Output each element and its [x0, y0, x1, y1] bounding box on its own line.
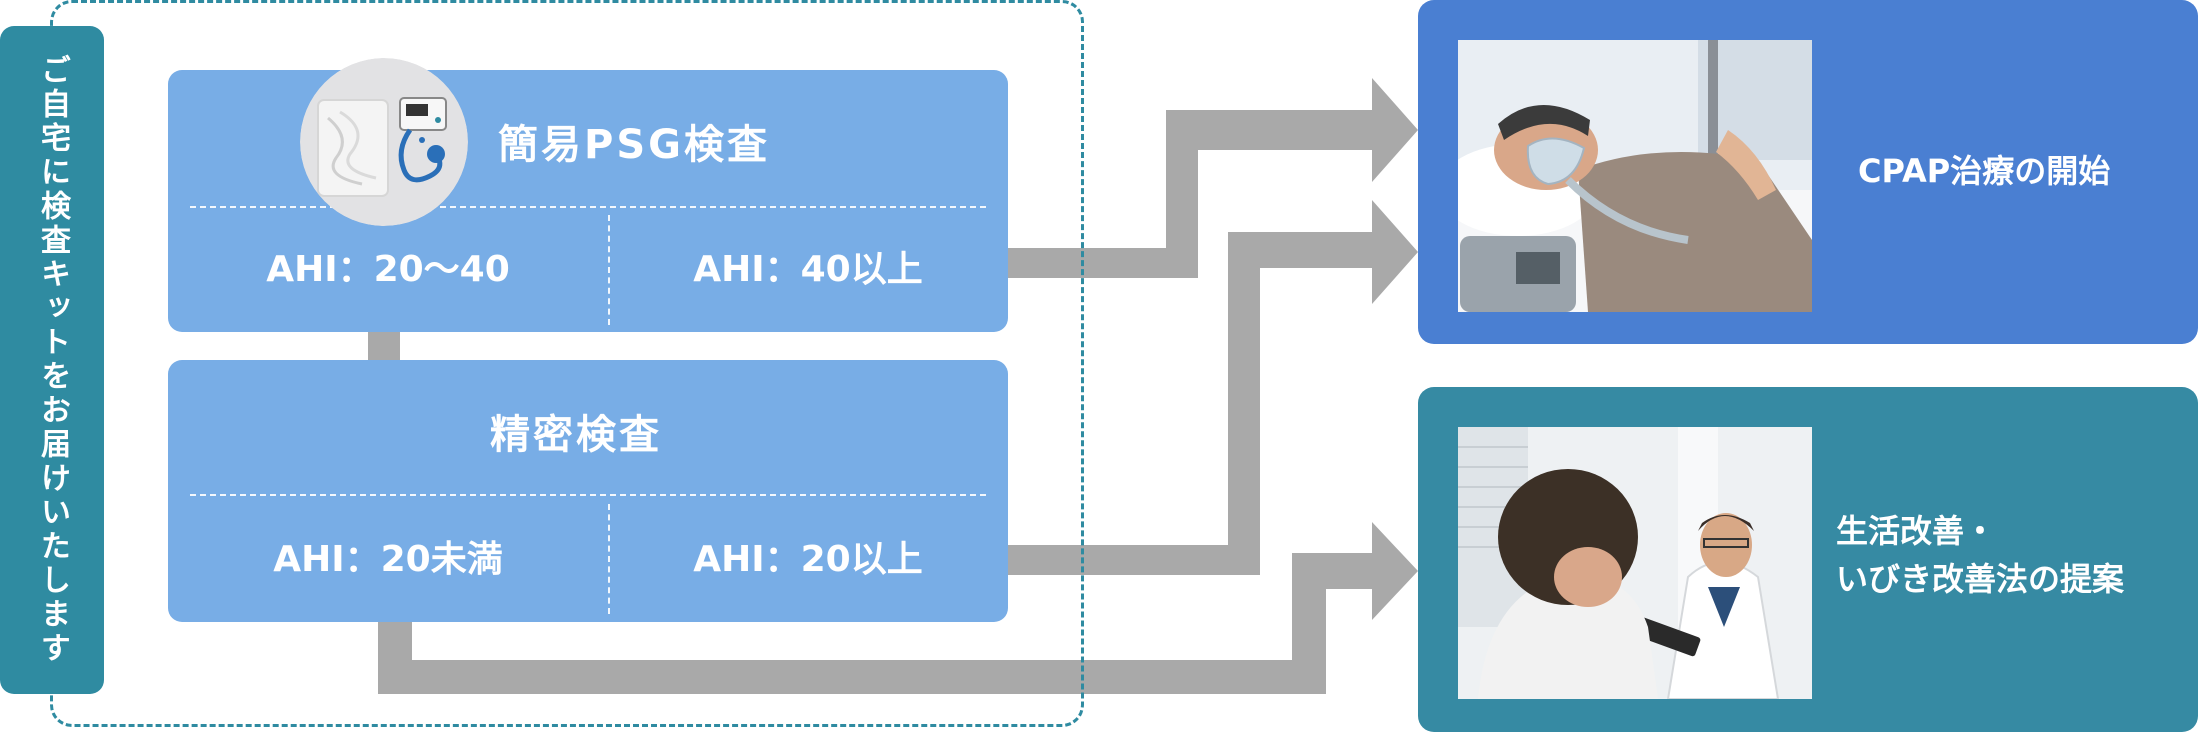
- simple-psg-title: 簡易PSG検査: [498, 122, 770, 168]
- precise-test-divider-v: [608, 504, 610, 614]
- arrow-psg-to-cpap-1: [1005, 78, 1418, 278]
- test-kit-photo: [300, 58, 468, 226]
- home-kit-label: ご自宅に検査キットをお届けいたします: [0, 26, 104, 694]
- precise-test-cell-right: AHI：20以上: [693, 539, 923, 580]
- cpap-outcome-box: CPAP治療の開始: [1418, 0, 2198, 344]
- home-kit-label-text: ご自宅に検査キットをお届けいたします: [35, 54, 70, 666]
- lifestyle-outcome-box: 生活改善・ いびき改善法の提案: [1418, 387, 2198, 732]
- precise-test-title: 精密検査: [490, 412, 662, 458]
- lifestyle-outcome-line2: いびき改善法の提案: [1836, 560, 2125, 598]
- arrow-precise-to-lifestyle: [378, 522, 1418, 694]
- lifestyle-outcome-line1: 生活改善・: [1836, 512, 1997, 550]
- precise-test-cell-left: AHI：20未満: [273, 539, 503, 580]
- simple-psg-divider-v: [608, 215, 610, 325]
- cpap-outcome-label: CPAP治療の開始: [1858, 152, 2111, 190]
- precise-test-box: 精密検査 AHI：20未満 AHI：20以上: [168, 360, 1008, 622]
- arrow-precise-to-cpap: [1005, 200, 1418, 575]
- simple-psg-cell-right: AHI：40以上: [693, 249, 923, 290]
- simple-psg-divider-h: [190, 206, 986, 208]
- simple-psg-cell-left: AHI：20〜40: [266, 249, 510, 290]
- consultation-photo: [1458, 427, 1812, 699]
- cpap-patient-photo: [1458, 40, 1812, 312]
- simple-psg-box: 簡易PSG検査 AHI：20〜40 AHI：40以上: [168, 70, 1008, 332]
- precise-test-divider-h: [190, 494, 986, 496]
